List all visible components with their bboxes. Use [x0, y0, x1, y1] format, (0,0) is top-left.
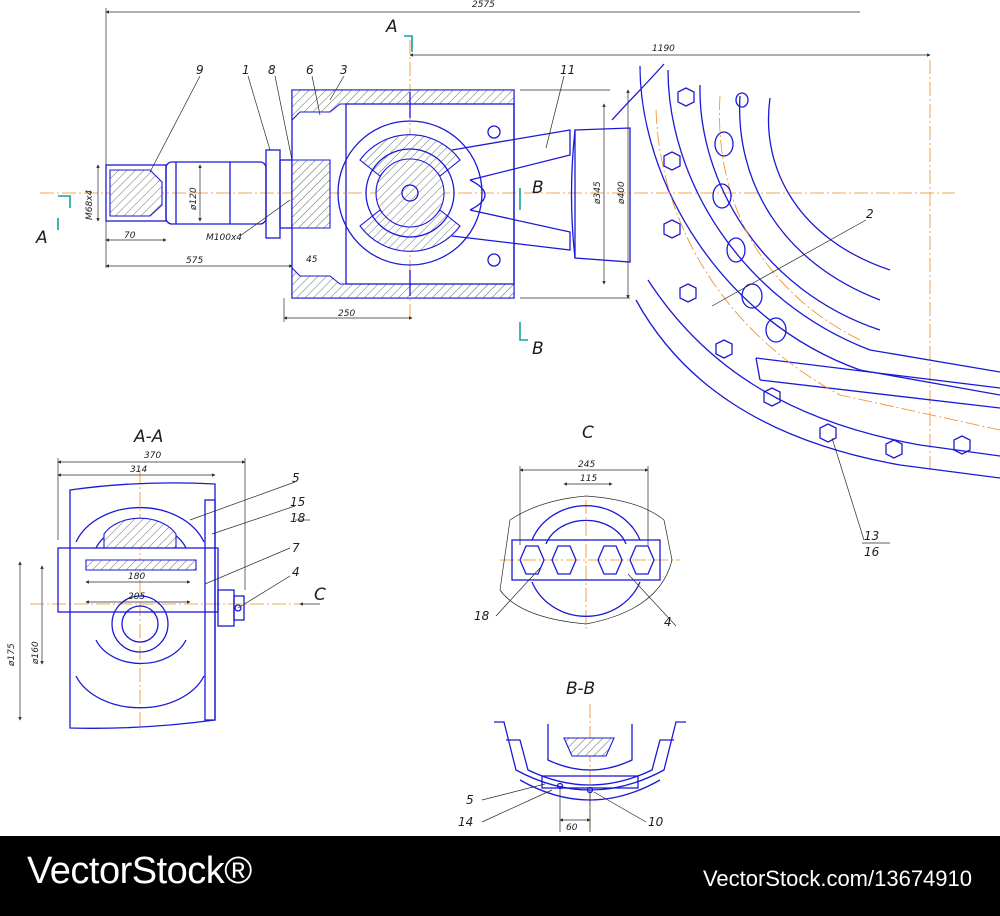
- dim-aa-314: 314: [130, 465, 147, 475]
- dim-dia345: ø345: [593, 181, 603, 205]
- part-ref-aa-7: 7: [292, 541, 300, 555]
- part-ref-8: 8: [268, 63, 276, 77]
- dim-70: 70: [124, 231, 136, 241]
- part-ref-aa-15: 15: [290, 495, 305, 509]
- brand-logo-text: VectorStock®: [27, 850, 252, 892]
- dim-2575: 2575: [472, 0, 495, 10]
- part-ref-bb-10: 10: [648, 815, 664, 829]
- threaded-pin: [105, 149, 309, 239]
- ring-bolts: [663, 87, 971, 459]
- main-view: [40, 8, 1000, 544]
- dim-aa-370: 370: [144, 451, 161, 461]
- part-ref-aa-5: 5: [292, 471, 300, 485]
- part-ref-13: 13: [864, 529, 879, 543]
- dim-250: 250: [338, 309, 355, 319]
- dim-dia120: ø120: [189, 187, 199, 211]
- dim-m100x4: M100x4: [206, 233, 242, 243]
- dim-aa-205: 205: [128, 592, 145, 602]
- section-mark-c: C: [314, 585, 326, 605]
- image-id-text: VectorStock.com/13674910: [702, 866, 972, 891]
- view-b-b: [481, 704, 686, 832]
- dim-aa-dia175: ø175: [7, 643, 17, 667]
- section-mark-b-bottom: B: [532, 339, 544, 359]
- technical-drawing: 2575 1190 M68x4 ø120 M100x4 70 575 45 25…: [7, 0, 1000, 833]
- dim-1190: 1190: [652, 44, 675, 54]
- dim-bb-60: 60: [566, 823, 578, 833]
- dim-45: 45: [306, 255, 318, 265]
- view-c: [495, 466, 680, 630]
- part-ref-aa-18: 18: [290, 511, 306, 525]
- part-ref-3: 3: [340, 63, 348, 77]
- dim-575: 575: [186, 256, 203, 266]
- dim-aa-180: 180: [128, 572, 145, 582]
- part-ref-6: 6: [306, 63, 314, 77]
- part-ref-9: 9: [196, 63, 204, 77]
- section-mark-a-left: A: [35, 228, 48, 248]
- main-housing: [291, 89, 515, 299]
- part-ref-11: 11: [560, 63, 575, 77]
- part-ref-1: 1: [242, 63, 250, 77]
- view-a-a: [18, 458, 320, 730]
- watermark-footer: VectorStock® VectorStock.com/13674910: [0, 836, 1000, 916]
- view-title-c: C: [582, 423, 594, 443]
- view-title-a-a: A-A: [133, 427, 163, 447]
- part-ref-16: 16: [864, 545, 880, 559]
- dim-dia400: ø400: [617, 181, 627, 205]
- dim-m68x4: M68x4: [85, 189, 95, 220]
- slewing-ring: [611, 63, 1000, 479]
- part-ref-c-18: 18: [474, 609, 490, 623]
- connecting-rod: [451, 89, 631, 299]
- dim-aa-dia160: ø160: [31, 641, 41, 665]
- section-mark-b-top: B: [532, 178, 544, 198]
- labels: 2575 1190 M68x4 ø120 M100x4 70 575 45 25…: [7, 0, 880, 833]
- dim-c-245: 245: [578, 460, 595, 470]
- part-ref-bb-14: 14: [458, 815, 473, 829]
- section-mark-a-top: A: [385, 17, 398, 37]
- part-ref-2: 2: [866, 207, 874, 221]
- part-ref-bb-5: 5: [466, 793, 474, 807]
- part-ref-c-4: 4: [664, 615, 672, 629]
- part-ref-aa-4: 4: [292, 565, 300, 579]
- view-title-b-b: B-B: [566, 679, 595, 699]
- dim-c-115: 115: [580, 474, 597, 484]
